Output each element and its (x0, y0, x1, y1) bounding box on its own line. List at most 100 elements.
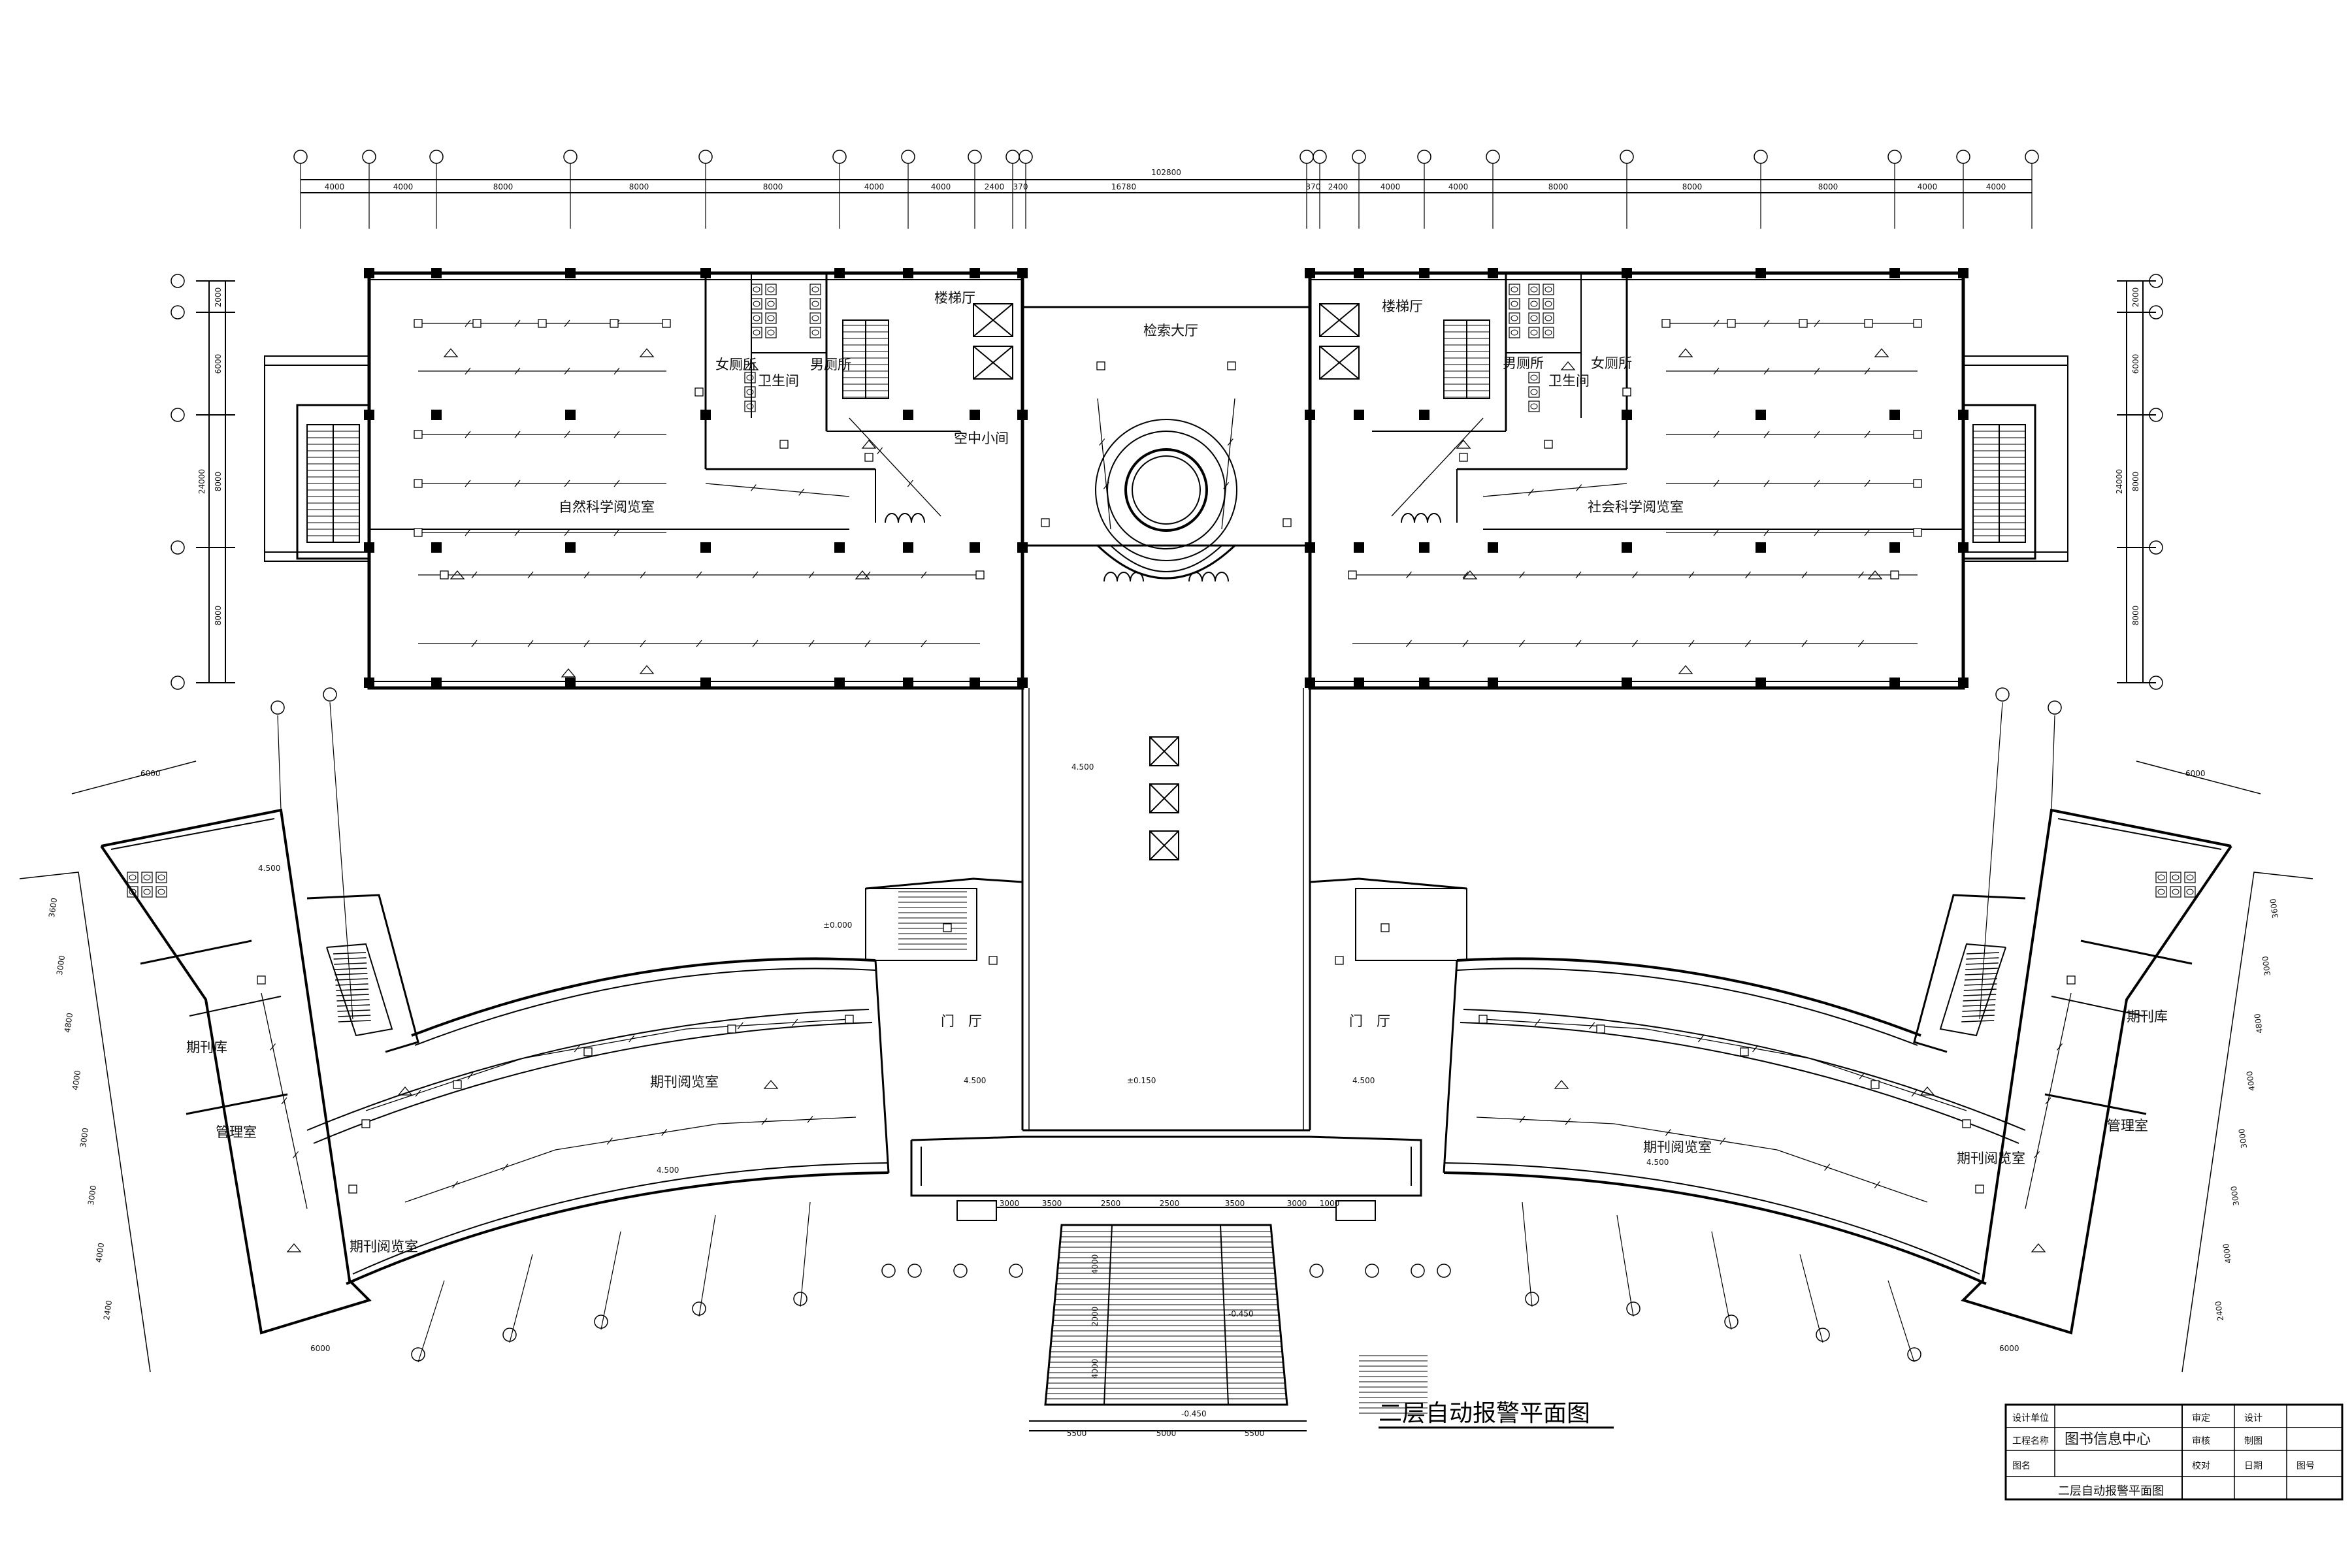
wing-dim-line (2181, 872, 2313, 1373)
label-retrieval-hall: 检索大厅 (1143, 323, 1198, 338)
cable-tick (2057, 1043, 2063, 1051)
column (1889, 268, 1900, 278)
column (565, 542, 576, 553)
axis-bubble (1620, 150, 1634, 164)
cable-tick (2045, 1097, 2051, 1105)
stair-tread (1966, 957, 1999, 960)
smoke-detector (1380, 923, 1390, 932)
revolving-door (1427, 513, 1441, 523)
left-side-dims: 2000 6000 8000 8000 24000 (197, 287, 223, 626)
room-labels: 自然科学阅览室 社会科学阅览室 检索大厅 楼梯厅 楼梯厅 女厕所 男厕所 卫生间… (186, 290, 2168, 1254)
wc-fixture (765, 298, 777, 310)
elev-door-right: 4.500 (1352, 1076, 1375, 1085)
wing-axis (1522, 1201, 1533, 1307)
cable-tick (564, 529, 570, 536)
axis-bubble (594, 1315, 608, 1329)
cable-tick (471, 640, 478, 647)
top-dimension-chain (301, 179, 2032, 193)
column (1419, 542, 1429, 553)
axis-bubble (1437, 1264, 1451, 1278)
column (1889, 542, 1900, 553)
stair-tread (335, 973, 368, 975)
wing-axis (800, 1201, 811, 1307)
cable-tick (1858, 571, 1864, 579)
wc-fixture (744, 400, 756, 412)
wing-side-dim: 2400 (2213, 1300, 2225, 1321)
axis-bubble (362, 150, 376, 164)
svg-text:8000: 8000 (214, 606, 223, 626)
alarm-cable (1809, 1058, 1967, 1111)
cable-tick (467, 1072, 474, 1080)
cable-tick (1752, 1045, 1759, 1053)
rotunda (1095, 419, 1237, 580)
smoke-detector (414, 319, 423, 328)
wc-fixture (2170, 872, 2181, 883)
stair-tread (1961, 1015, 1995, 1017)
axis-bubble (1724, 1315, 1739, 1329)
svg-text:6000: 6000 (2131, 354, 2140, 374)
label-men-wc-right: 男厕所 (1503, 355, 1544, 371)
axis-bubble (1956, 150, 1970, 164)
stair-tread (1964, 983, 1997, 986)
wc-fixture (751, 327, 762, 338)
stair-tread (1962, 1004, 1996, 1007)
wing-side-dim: 4000 (2245, 1070, 2257, 1091)
cable-tick (1589, 1022, 1595, 1030)
smoke-detector (1870, 1080, 1880, 1089)
svg-text:5500: 5500 (1067, 1429, 1087, 1438)
cable-tick (465, 529, 471, 536)
smoke-detector (1975, 1184, 1984, 1194)
svg-text:6000: 6000 (214, 354, 223, 374)
cable-tick (752, 640, 759, 647)
wc-fixture (809, 327, 821, 338)
wc-bowl (1544, 286, 1552, 293)
smoke-detector (1459, 453, 1468, 462)
column (1305, 542, 1315, 553)
column (1305, 410, 1315, 420)
cable-tick (2034, 1151, 2040, 1158)
alarm-bell (639, 664, 655, 674)
svg-text:2500: 2500 (1101, 1199, 1121, 1208)
elev-stair: ±0.000 (823, 921, 852, 930)
svg-text:3000: 3000 (1287, 1199, 1307, 1208)
entrance-dims: 3000 3500 2500 2500 3500 3000 1000 5500 … (140, 769, 2206, 1438)
cable-tick (1713, 367, 1720, 375)
axis-bubble (1626, 1301, 1641, 1316)
wing-side-dim: 3000 (2261, 955, 2272, 976)
alarm-bell (639, 348, 655, 357)
elev-bottom: -0.450 (1181, 1409, 1207, 1418)
wc-fixture (1528, 372, 1540, 384)
axis-bubble (323, 687, 337, 702)
alarm-bell (1456, 439, 1471, 449)
column (1958, 268, 1968, 278)
cable-tick (798, 488, 805, 496)
wc-fixture (1509, 327, 1520, 338)
cable-tick (1406, 571, 1412, 579)
axis-bubble (2149, 540, 2163, 555)
column (1958, 542, 1968, 553)
alarm-bell (561, 668, 576, 678)
label-stair-hall-right: 楼梯厅 (1382, 299, 1423, 314)
wing-side-dim: 3000 (2229, 1185, 2241, 1206)
revolving-door (1117, 572, 1131, 582)
axis-bubble (171, 305, 185, 319)
smoke-detector (1227, 361, 1236, 370)
svg-text:3000: 3000 (1000, 1199, 1020, 1208)
svg-text:3500: 3500 (1042, 1199, 1062, 1208)
cable-tick (1575, 571, 1582, 579)
wc-fixture (751, 284, 762, 295)
cable-tick (1864, 480, 1870, 487)
revolving-door (1103, 572, 1118, 582)
wc-fixture (1528, 400, 1540, 412)
column (1305, 678, 1315, 688)
revolving-door (1130, 572, 1144, 582)
axis-bubble (832, 150, 847, 164)
smoke-detector (1890, 570, 1899, 580)
cable-tick (514, 480, 521, 487)
elev-door-left: 4.500 (964, 1076, 986, 1085)
top-axis-bubbles (293, 150, 2039, 229)
wc-fixture (1509, 298, 1520, 310)
wc-fixture (2170, 886, 2181, 898)
wc-bowl (753, 301, 760, 307)
axis-bubble (1816, 1328, 1830, 1342)
